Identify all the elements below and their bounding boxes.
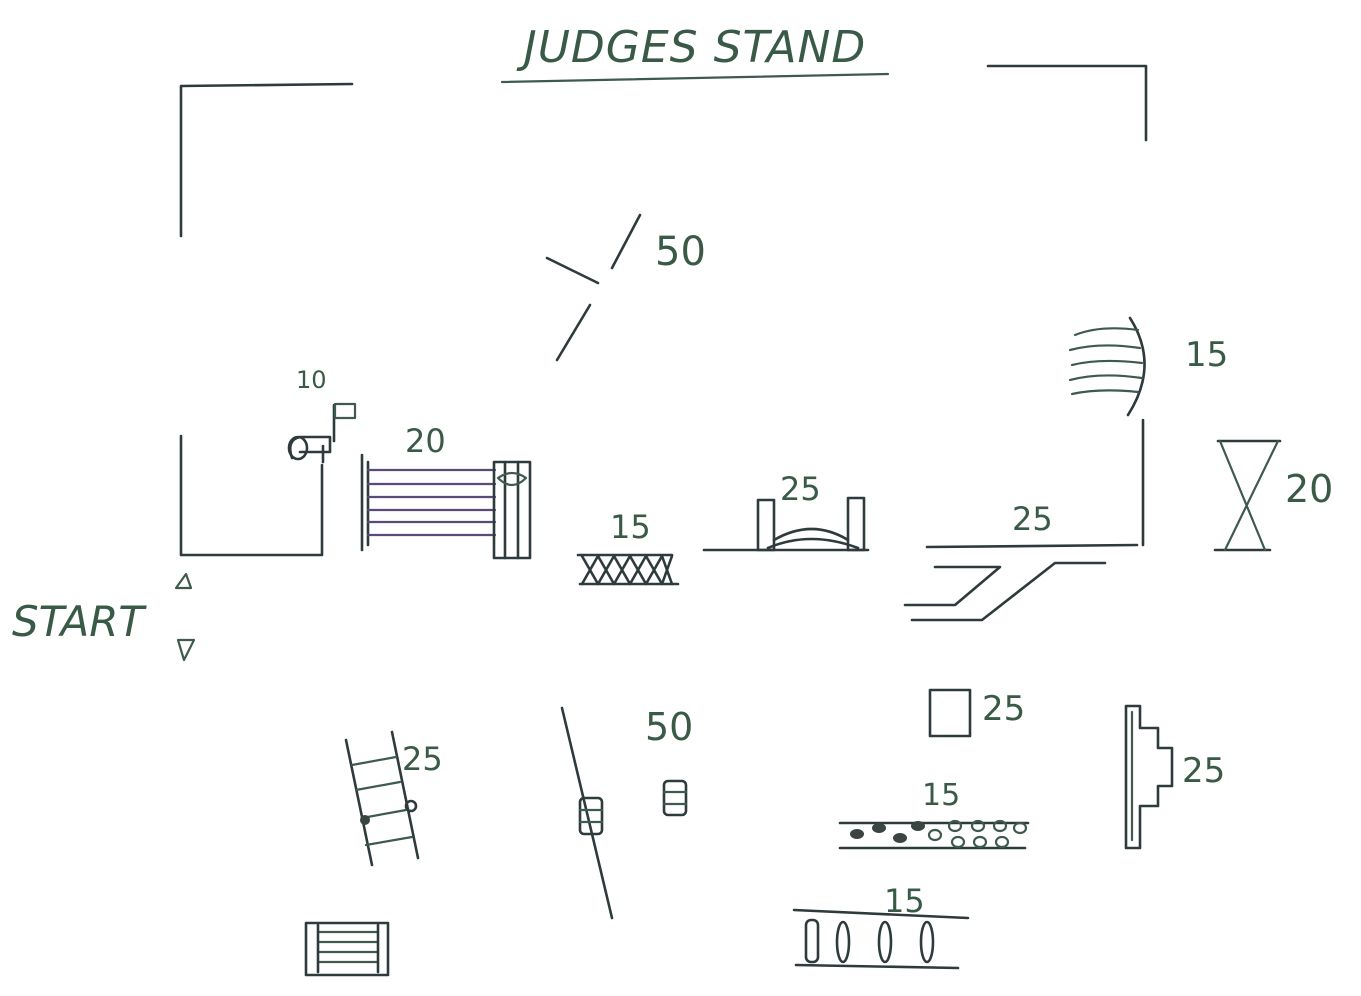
- points-bridge: 25: [780, 470, 821, 508]
- arena-outline: [181, 66, 1146, 555]
- points-waves: 15: [1185, 335, 1228, 375]
- points-crossrail: 15: [610, 508, 651, 546]
- coil-box-icon: [306, 923, 388, 975]
- stones-icon: [840, 821, 1028, 848]
- crossrail-icon: [578, 555, 678, 584]
- hourglass-icon: [1215, 441, 1280, 550]
- cross-poles-icon: [547, 215, 640, 360]
- start-marker-bottom-icon: [178, 640, 194, 660]
- stairs-icon: [1126, 706, 1172, 848]
- platform-icon: [905, 545, 1137, 620]
- start-marker-top-icon: [176, 574, 191, 588]
- box-icon: [930, 690, 970, 736]
- title-judges-stand: JUDGES STAND: [516, 22, 867, 73]
- title-underline: [502, 74, 888, 82]
- start-label: START: [12, 597, 147, 646]
- points-cross-poles: 50: [655, 229, 706, 275]
- points-stairs: 25: [1182, 751, 1225, 791]
- log-rack-icon: [794, 910, 968, 968]
- points-pole-barrels: 50: [645, 705, 693, 749]
- mailbox-icon: [289, 404, 355, 462]
- waves-icon: [1070, 318, 1145, 415]
- points-rail-fence: 20: [405, 422, 446, 460]
- rail-fence-icon: [362, 455, 530, 558]
- points-hourglass: 20: [1285, 467, 1333, 511]
- points-box: 25: [982, 689, 1025, 729]
- points-stepping-stones: 15: [922, 778, 960, 813]
- points-ladder: 25: [402, 740, 443, 778]
- points-platform: 25: [1012, 500, 1053, 538]
- points-mailbox: 10: [296, 366, 327, 394]
- points-log-rack: 15: [884, 882, 925, 920]
